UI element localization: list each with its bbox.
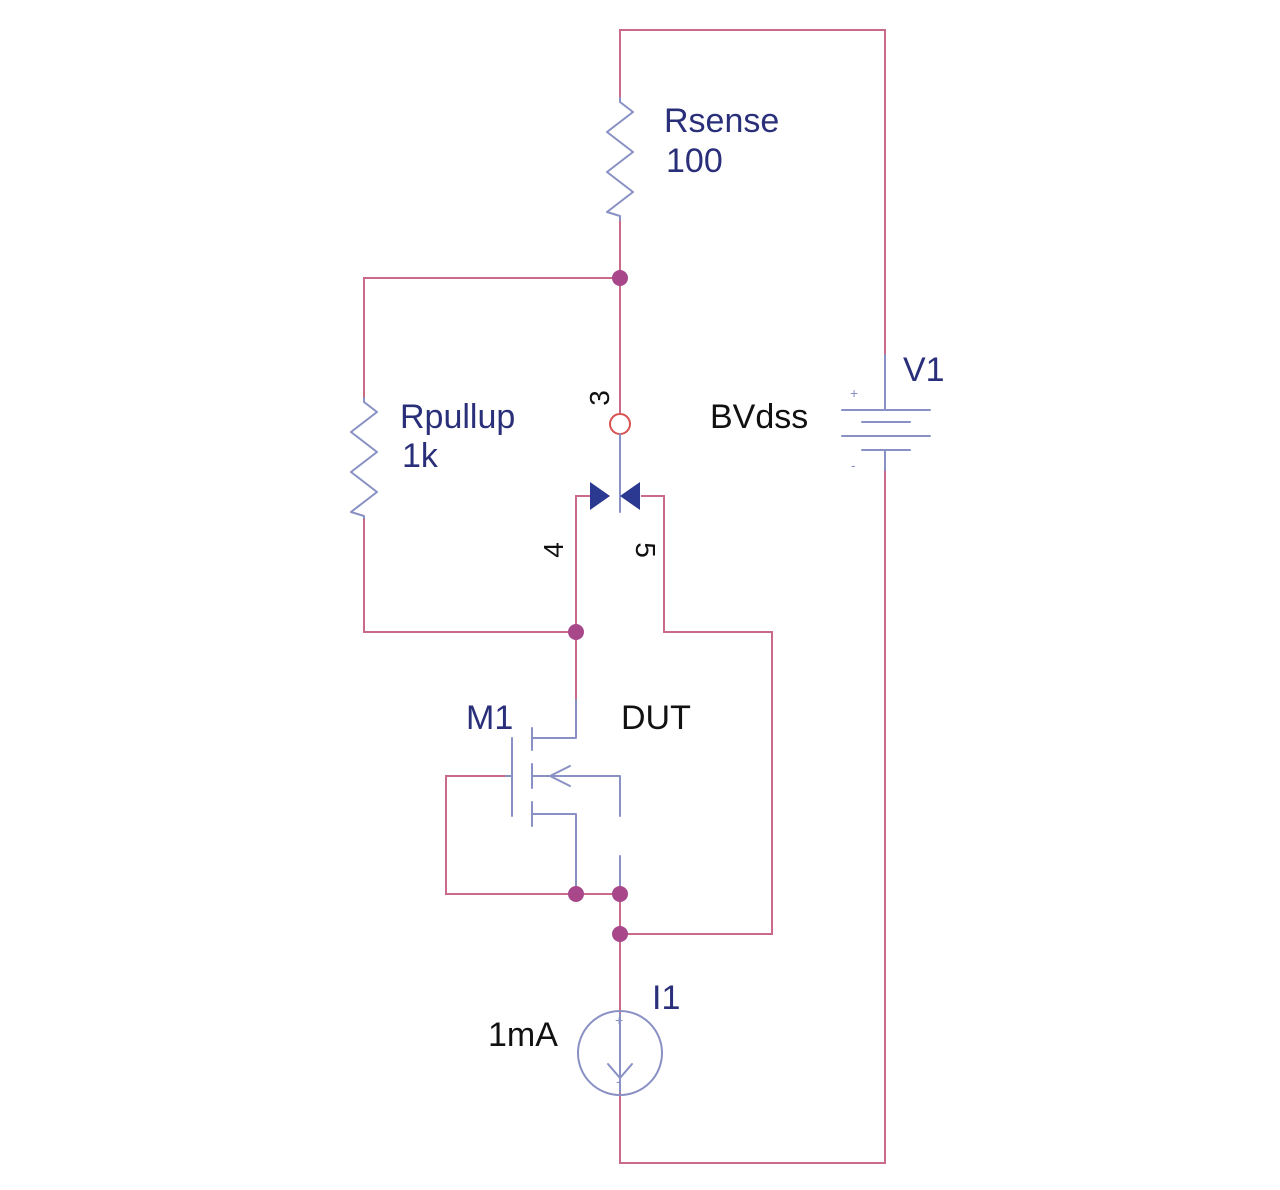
resistor-rpullup: Rpullup 1k <box>350 397 515 519</box>
junction-node <box>568 624 584 640</box>
pin-5-label: 5 <box>630 542 661 558</box>
junctions <box>568 270 628 942</box>
wire-bottom-loop <box>619 469 886 1164</box>
m1-source-lead <box>531 813 577 895</box>
wire-gate-loop <box>445 775 577 895</box>
wire-rpullup-to-drain-node <box>363 517 577 633</box>
junction-node <box>612 270 628 286</box>
rsense-value: 100 <box>666 142 723 180</box>
switch-contact: 3 4 5 <box>538 390 661 558</box>
i1-name: I1 <box>652 979 680 1017</box>
mosfet-m1: M1 DUT <box>466 699 691 895</box>
wires <box>363 29 886 1164</box>
v1-value: BVdss <box>710 398 808 436</box>
i1-circle <box>577 1010 663 1096</box>
rsense-symbol <box>606 97 634 221</box>
wire-pin4 <box>575 495 599 633</box>
switch-triangle-left <box>590 482 610 510</box>
pin3-circle <box>609 413 631 435</box>
v1-name: V1 <box>903 351 945 389</box>
m1-drain-lead <box>531 699 577 739</box>
rpullup-symbol <box>350 397 378 519</box>
rpullup-value: 1k <box>402 437 439 475</box>
wire-pin5 <box>619 495 773 935</box>
m1-name: M1 <box>466 699 513 737</box>
current-source-i1: + - I1 1mA <box>488 979 680 1096</box>
i1-arrow-head <box>607 1063 633 1079</box>
junction-node <box>612 926 628 942</box>
m1-body-lead <box>531 775 621 817</box>
pin-4-label: 4 <box>538 542 569 558</box>
m1-body-arrow <box>549 765 571 787</box>
voltage-source-v1: + - V1 BVdss <box>710 351 945 473</box>
m1-value: DUT <box>621 699 691 737</box>
rpullup-name: Rpullup <box>400 398 515 436</box>
switch-triangle-right <box>620 482 640 510</box>
i1-plus-sign: + <box>615 1012 623 1028</box>
rsense-name: Rsense <box>664 102 779 140</box>
pin-3-label: 3 <box>584 390 615 406</box>
i1-minus-sign: - <box>616 1073 621 1089</box>
v1-plus-sign: + <box>850 385 858 401</box>
junction-node <box>568 886 584 902</box>
resistor-rsense: Rsense 100 <box>606 97 779 221</box>
junction-node <box>612 886 628 902</box>
wire-top-loop <box>619 29 886 356</box>
i1-value: 1mA <box>488 1016 558 1054</box>
wire-node-to-rpullup <box>363 277 621 399</box>
v1-minus-sign: - <box>851 457 856 473</box>
